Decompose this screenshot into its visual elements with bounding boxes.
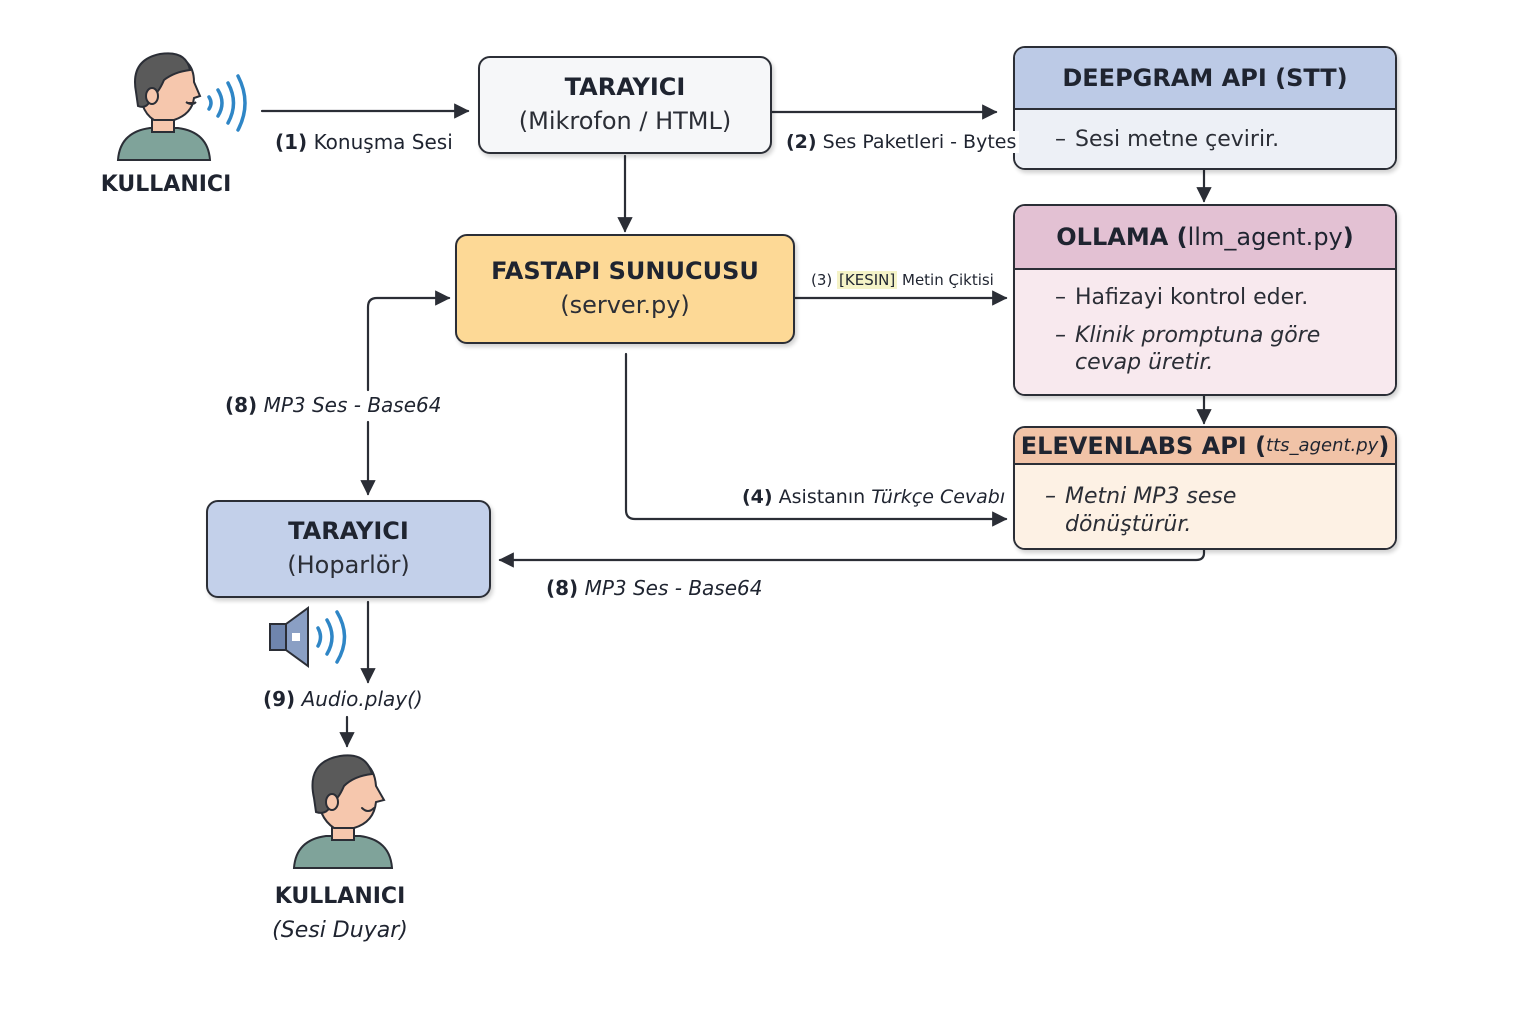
- browser-speaker-title: TARAYICI: [288, 517, 409, 546]
- deepgram-api-box[interactable]: DEEPGRAM API (STT) –Sesi metne çevirir.: [1013, 46, 1397, 170]
- edge-label-8-bottom: (8) MP3 Ses - Base64: [543, 576, 766, 600]
- loudspeaker-icon: [269, 606, 347, 668]
- fastapi-server-box[interactable]: FASTAPI SUNUCUSU (server.py): [455, 234, 795, 344]
- arrow-8-loop-to-fastapi: [366, 290, 451, 392]
- arrow-4-fastapi-to-elevenlabs: [624, 352, 1008, 527]
- edge-label-8-left: (8) MP3 Ses - Base64: [222, 393, 445, 417]
- elevenlabs-header: ELEVENLABS API (tts_agent.py): [1015, 428, 1395, 465]
- listener-sub: (Sesi Duyar): [272, 918, 408, 943]
- browser-mic-title: TARAYICI: [564, 73, 686, 102]
- edge-label-2: (2) Ses Paketleri - Bytes: [783, 131, 1020, 153]
- fastapi-title: FASTAPI SUNUCUSU: [491, 257, 759, 286]
- browser-mic-box[interactable]: TARAYICI (Mikrofon / HTML): [478, 56, 772, 154]
- edge-label-1: (1) Konuşma Sesi: [272, 130, 456, 154]
- ollama-title: OLLAMA: [1056, 223, 1169, 251]
- ollama-code: llm_agent.py: [1187, 223, 1343, 251]
- edge-label-3: (3) [KESIN] Metin Çiktisi: [808, 271, 997, 289]
- elevenlabs-code: tts_agent.py: [1266, 435, 1379, 456]
- arrow-8-elevenlabs-to-speaker-browser: [498, 548, 1206, 568]
- elevenlabs-item: –Metni MP3 sese dönüştürür.: [1045, 484, 1237, 537]
- deepgram-title: DEEPGRAM API (STT): [1062, 64, 1348, 92]
- ollama-box[interactable]: OLLAMA (llm_agent.py) –Hafizayi kontrol …: [1013, 204, 1397, 396]
- ollama-item-2: –Klinik promptuna göre cevap üretir.: [1055, 322, 1321, 376]
- elevenlabs-api-box[interactable]: ELEVENLABS API (tts_agent.py) –Metni MP3…: [1013, 426, 1397, 550]
- fastapi-sub: (server.py): [560, 291, 690, 319]
- browser-speaker-sub: (Hoparlör): [287, 551, 410, 579]
- deepgram-header: DEEPGRAM API (STT): [1015, 48, 1395, 110]
- browser-mic-sub: (Mikrofon / HTML): [518, 107, 732, 135]
- speaker-name: KULLANICI: [100, 172, 232, 197]
- edge-label-9: (9) Audio.play(): [260, 687, 426, 711]
- browser-speaker-box[interactable]: TARAYICI (Hoparlör): [206, 500, 491, 598]
- elevenlabs-title: ELEVENLABS API: [1020, 431, 1247, 460]
- kesin-tag: [KESIN]: [837, 271, 898, 289]
- ollama-header: OLLAMA (llm_agent.py): [1015, 206, 1395, 270]
- ollama-item-1: –Hafizayi kontrol eder.: [1055, 285, 1309, 310]
- listener-name: KULLANICI: [274, 884, 406, 909]
- deepgram-item: –Sesi metne çevirir.: [1055, 127, 1280, 152]
- listening-person-icon: [292, 754, 394, 869]
- edge-label-4: (4) Asistanın Türkçe Cevabı: [739, 486, 1009, 508]
- speaking-person-icon: [116, 52, 247, 161]
